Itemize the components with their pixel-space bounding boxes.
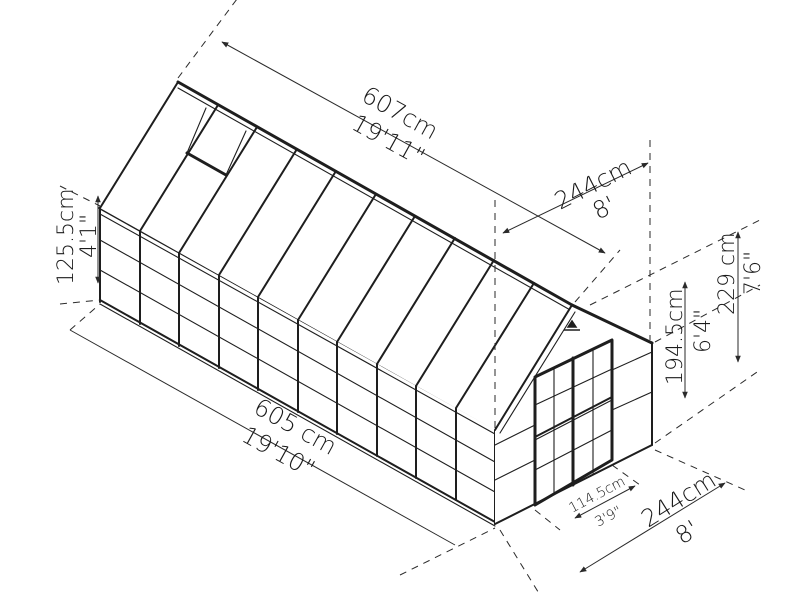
base-width-arrow bbox=[579, 482, 726, 573]
gable-end bbox=[494, 303, 654, 525]
door-width-imperial: 3'9" bbox=[592, 503, 624, 530]
side-height-metric: 125.5cm bbox=[54, 188, 79, 285]
base-length-arrow bbox=[69, 329, 456, 546]
peak-height-metric: 229 cm bbox=[715, 232, 740, 315]
double-door bbox=[533, 338, 614, 507]
side-height-imperial: 4'1" bbox=[77, 214, 102, 258]
door-height-imperial: 6'4" bbox=[691, 309, 716, 353]
base-width-imperial: 8' bbox=[670, 515, 703, 550]
peak-height-imperial: 7'6" bbox=[741, 251, 766, 295]
dimension-lines bbox=[59, 0, 761, 596]
door-height-metric: 194.5cm bbox=[663, 288, 688, 385]
roof-width-arrow bbox=[502, 162, 649, 234]
greenhouse-structure bbox=[98, 80, 654, 527]
